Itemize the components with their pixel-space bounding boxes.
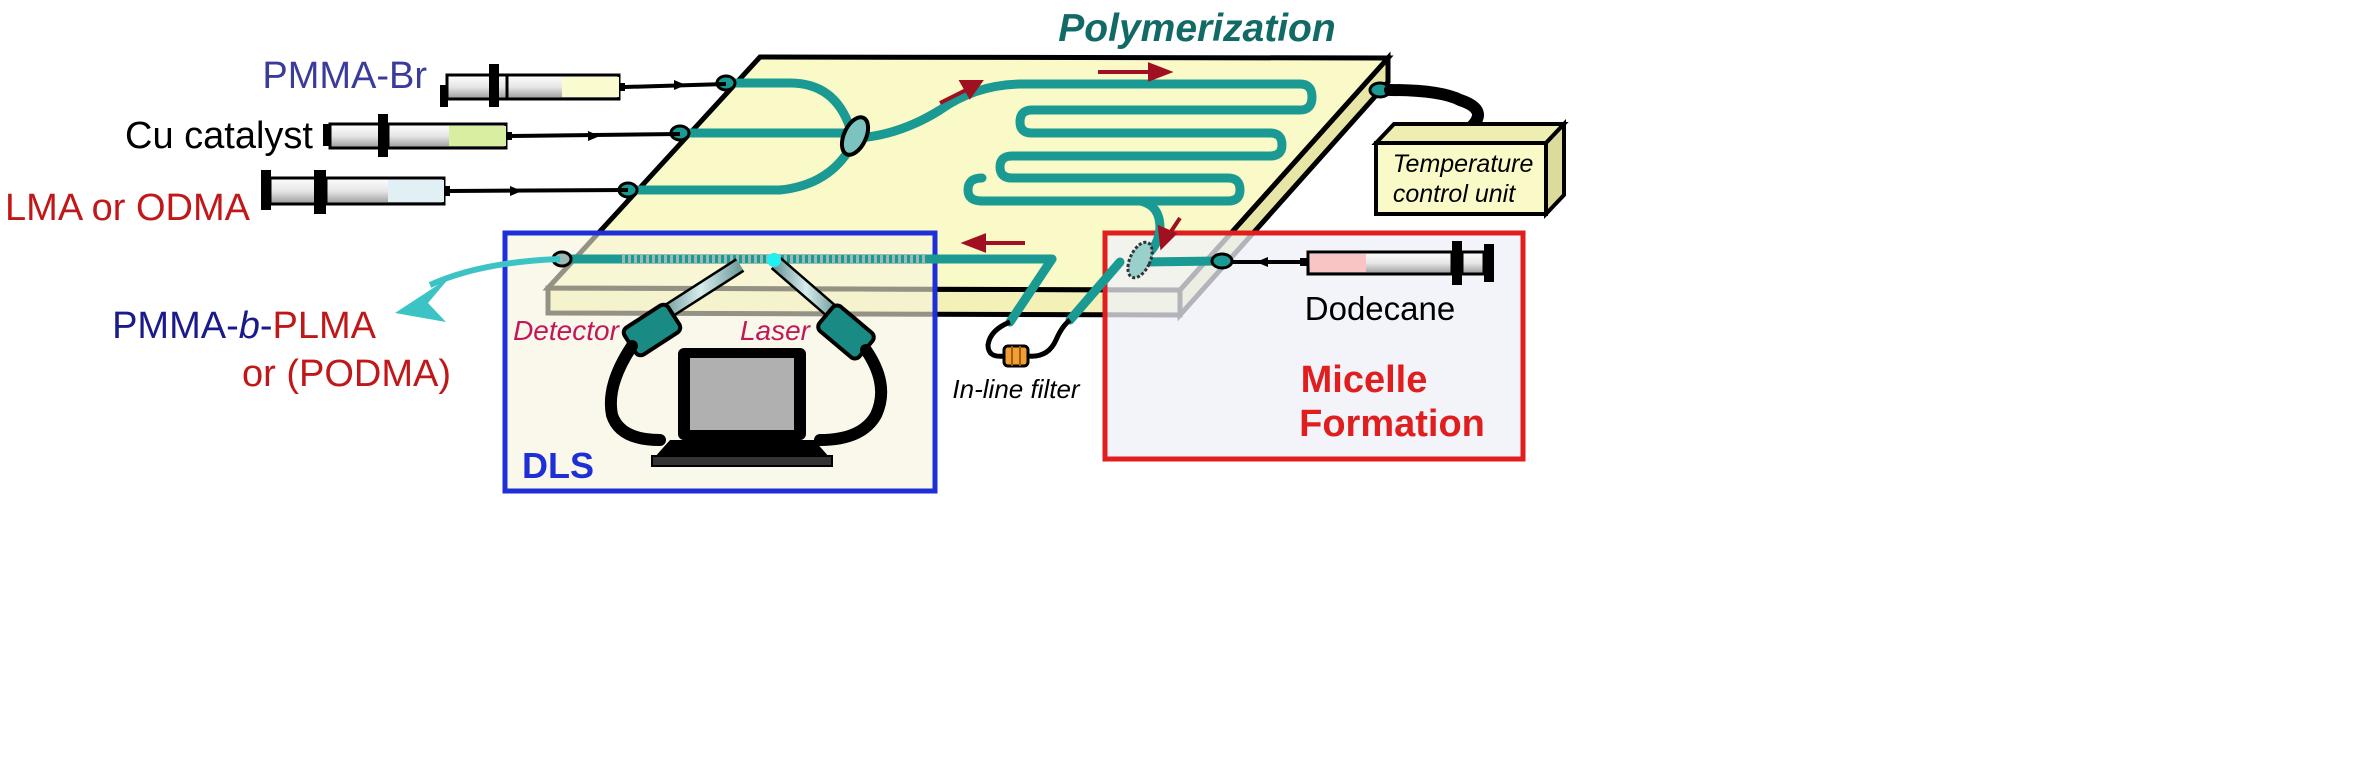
pmma-br-label: PMMA-Br <box>262 55 427 97</box>
dls-probes <box>657 253 842 322</box>
temperature-unit-label-line1: Temperature <box>1393 150 1534 178</box>
laser-label: Laser <box>740 315 812 346</box>
detector-label: Detector <box>513 315 620 346</box>
dls-cables <box>604 340 888 446</box>
product-outflow-arrowhead <box>395 277 450 322</box>
mixer-junction-1 <box>839 115 871 157</box>
temperature-control-unit <box>1371 118 1569 220</box>
product-label-line1: PMMA-b-PLMA <box>112 305 377 347</box>
polymerization-title: Polymerization <box>1058 7 1335 50</box>
in-line-filter-icon <box>1002 344 1030 368</box>
micelle-formation-label-line1: Micelle <box>1301 359 1428 401</box>
syringe-cu-catalyst <box>323 114 681 157</box>
temperature-tubing <box>1384 84 1484 134</box>
dls-title: DLS <box>522 445 594 486</box>
flow-direction-arrows <box>939 62 1182 253</box>
mixer-junction-2 <box>1126 240 1154 280</box>
monomer-label: LMA or ODMA <box>5 187 251 229</box>
chip-ports <box>551 74 1392 270</box>
in-line-filter-label: In-line filter <box>952 374 1080 404</box>
syringe-dodecane <box>1232 241 1494 285</box>
laptop-icon <box>651 348 833 467</box>
product-label-line2: or (PODMA) <box>242 353 451 395</box>
micelle-formation-label-line2: Formation <box>1299 403 1485 445</box>
syringe-monomer <box>261 170 629 214</box>
temperature-unit-label-line2: control unit <box>1393 180 1516 208</box>
filter-tubing <box>985 318 1072 359</box>
cu-catalyst-label: Cu catalyst <box>125 115 313 157</box>
dodecane-label: Dodecane <box>1305 290 1455 327</box>
product-outflow-arrow <box>428 256 561 288</box>
syringe-pmma-br <box>440 64 727 107</box>
